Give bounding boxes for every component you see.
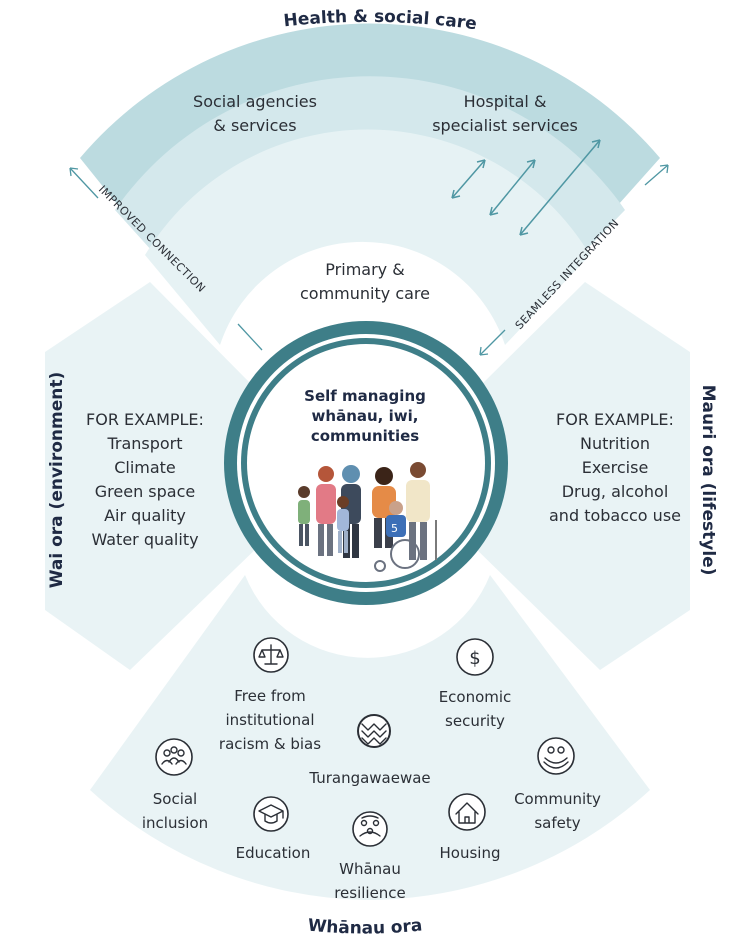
svg-text:$: $ [469,648,480,669]
whanau-icon [352,811,388,847]
whanau-resilience-line-2: resilience [334,884,406,902]
wai-ora-item: Transport [107,434,183,453]
turangawaewae-line-1: Turangawaewae [309,769,431,787]
mauri-ora-item: Nutrition [579,434,651,453]
wai-ora-item: Climate [114,458,176,477]
whanau-ora-title-path: Whānau ora [307,915,423,938]
right-sector [470,282,690,670]
hospital-line-1: Hospital & [463,92,547,111]
mauri-ora-item: Exercise [581,458,649,477]
education-label: Education [218,841,328,865]
center-title-line-1: Self managing [304,387,426,405]
center-title-line-2: whānau, iwi, [311,407,419,425]
people-illustration: 5 [298,462,437,572]
hands-people-icon [537,737,575,775]
pattern-icon [357,714,391,748]
center-disc [247,344,485,582]
people-group-icon [155,738,193,776]
community-safety-line-2: safety [534,814,581,832]
racism-label: Free from institutional racism & bias [195,684,345,756]
left-sector [45,282,262,670]
mauri-ora-heading: FOR EXAMPLE: [556,410,674,429]
social-agencies-line-1: Social agencies [193,92,317,111]
social-inclusion-line-1: Social [152,790,198,808]
primary-care-line-1: Primary & [325,260,405,279]
integration-arrows [451,139,601,236]
scales-icon [253,637,289,673]
community-safety-label: Community safety [495,787,620,835]
economic-line-2: security [445,712,505,730]
whanau-resilience-label: Whānau resilience [315,857,425,905]
hospital-line-2: specialist services [432,116,578,135]
whanau-resilience-line-1: Whānau [339,860,401,878]
social-agencies-label: Social agencies & services [165,90,345,138]
mauri-ora-item: and tobacco use [549,506,681,525]
mauri-ora-item: Drug, alcohol [561,482,669,501]
center-title: Self managing whānau, iwi, communities [290,386,440,446]
top-sector-inner-band [145,129,590,345]
social-inclusion-label: Social inclusion [120,787,230,835]
education-cap-icon [253,796,289,832]
wai-ora-examples: FOR EXAMPLE: Transport Climate Green spa… [70,408,220,552]
mauri-ora-examples: FOR EXAMPLE: Nutrition Exercise Drug, al… [530,408,700,528]
primary-care-line-2: community care [300,284,430,303]
center-title-line-3: communities [310,427,420,445]
mauri-ora-title: Mauri ora (lifestyle) [698,385,718,576]
social-agencies-line-2: & services [213,116,297,135]
wai-ora-heading: FOR EXAMPLE: [86,410,204,429]
top-sector-middle-band [115,76,625,282]
racism-line-1: Free from [234,687,306,705]
economic-line-1: Economic [438,688,512,706]
wai-ora-title: Wai ora (environment) [47,372,67,589]
connection-arrow-left [69,167,263,351]
turangawaewae-label: Turangawaewae [290,766,450,790]
economic-label: Economic security [410,685,540,733]
racism-line-3: racism & bias [218,735,322,753]
housing-line-1: Housing [439,844,501,862]
svg-text:5: 5 [391,522,398,535]
wai-ora-item: Air quality [104,506,186,525]
wai-ora-item: Water quality [91,530,199,549]
community-safety-line-1: Community [514,790,601,808]
dollar-icon: $ [456,638,494,676]
social-inclusion-line-2: inclusion [141,814,209,832]
housing-label: Housing [420,841,520,865]
primary-care-label: Primary & community care [285,258,445,306]
house-icon [448,793,486,831]
racism-line-2: institutional [225,711,315,729]
whanau-ora-title: Whānau ora [307,915,423,938]
education-line-1: Education [235,844,311,862]
wai-ora-item: Green space [94,482,196,501]
connection-arrow-right [479,164,669,356]
hospital-label: Hospital & specialist services [415,90,595,138]
